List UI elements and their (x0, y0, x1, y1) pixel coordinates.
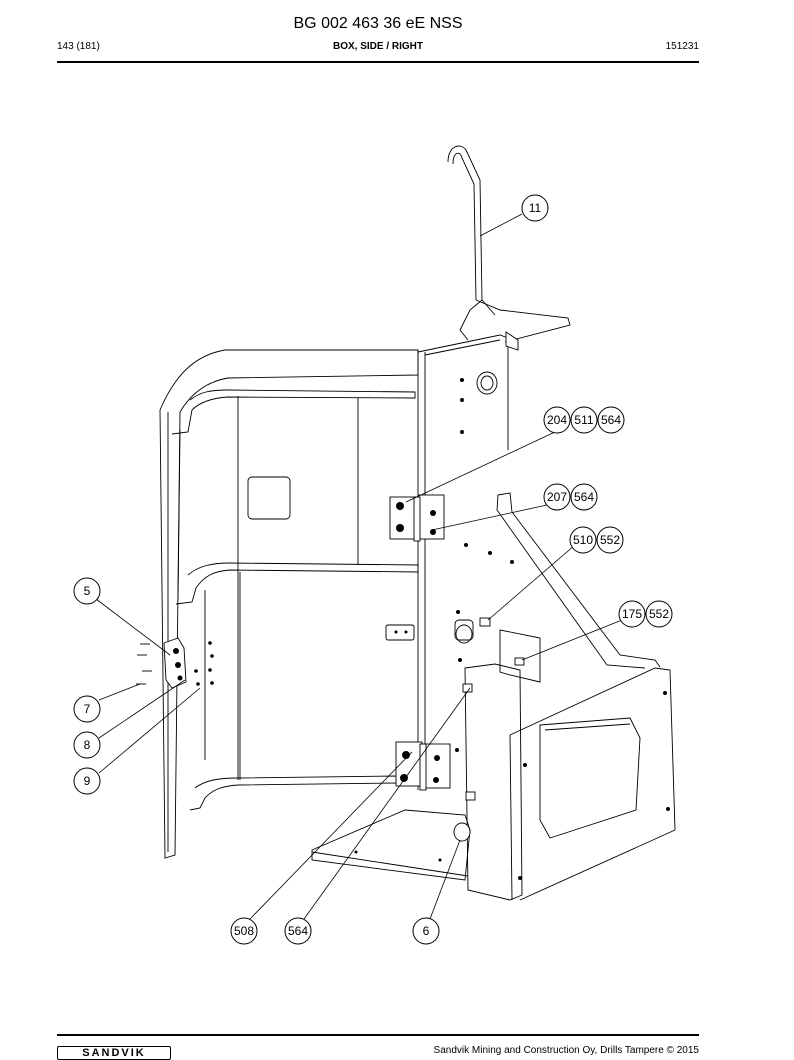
svg-text:552: 552 (600, 533, 620, 547)
callout-564-bottom: 564 (284, 917, 312, 945)
svg-text:564: 564 (288, 924, 308, 938)
callout-8: 8 (73, 731, 101, 759)
svg-text:6: 6 (423, 924, 430, 938)
svg-text:175: 175 (622, 607, 642, 621)
footer-divider (57, 1034, 699, 1036)
side-panel-left (159, 349, 419, 859)
callout-6: 6 (412, 917, 440, 945)
callout-7: 7 (73, 695, 101, 723)
callout-510: 510 (569, 526, 597, 554)
callout-564-mid: 564 (570, 483, 598, 511)
svg-text:564: 564 (601, 413, 621, 427)
svg-text:7: 7 (84, 702, 91, 716)
svg-text:11: 11 (529, 201, 542, 215)
callout-204: 204 (543, 406, 571, 434)
callout-564-top: 564 (597, 406, 625, 434)
svg-text:204: 204 (547, 413, 567, 427)
callout-9: 9 (73, 767, 101, 795)
footer-copyright: Sandvik Mining and Construction Oy, Dril… (433, 1045, 699, 1056)
callout-508: 508 (230, 917, 258, 945)
latch-assembly (136, 637, 214, 689)
right-bracket-box (454, 619, 676, 901)
svg-text:564: 564 (574, 490, 594, 504)
svg-text:511: 511 (574, 413, 593, 427)
callout-552-lower: 552 (645, 600, 673, 628)
page-reference: 143 (181) (57, 41, 100, 52)
callout-207: 207 (543, 483, 571, 511)
callout-552-upper: 552 (596, 526, 624, 554)
svg-text:508: 508 (234, 924, 254, 938)
document-title: BG 002 463 36 eE NSS (293, 15, 463, 32)
lower-hinge (395, 741, 451, 791)
callout-5: 5 (73, 577, 101, 605)
svg-text:510: 510 (573, 533, 593, 547)
diagonal-brace (496, 492, 661, 669)
fasteners (462, 617, 525, 801)
upper-hinge (389, 494, 445, 542)
svg-text:207: 207 (547, 490, 567, 504)
callout-175: 175 (618, 600, 646, 628)
sandvik-logo: SANDVIK (57, 1046, 171, 1060)
leader-lines (95, 213, 623, 920)
date-code: 151231 (665, 41, 699, 52)
svg-text:552: 552 (649, 607, 669, 621)
header-divider (57, 61, 699, 63)
bottom-plate (311, 809, 471, 881)
callout-11: 11 (521, 194, 549, 222)
svg-text:9: 9 (84, 774, 91, 788)
hook-arm (447, 145, 571, 351)
svg-text:5: 5 (84, 584, 91, 598)
svg-text:8: 8 (84, 738, 91, 752)
section-title: BOX, SIDE / RIGHT (332, 41, 423, 52)
callout-511: 511 (570, 406, 598, 434)
center-frame (385, 334, 514, 790)
